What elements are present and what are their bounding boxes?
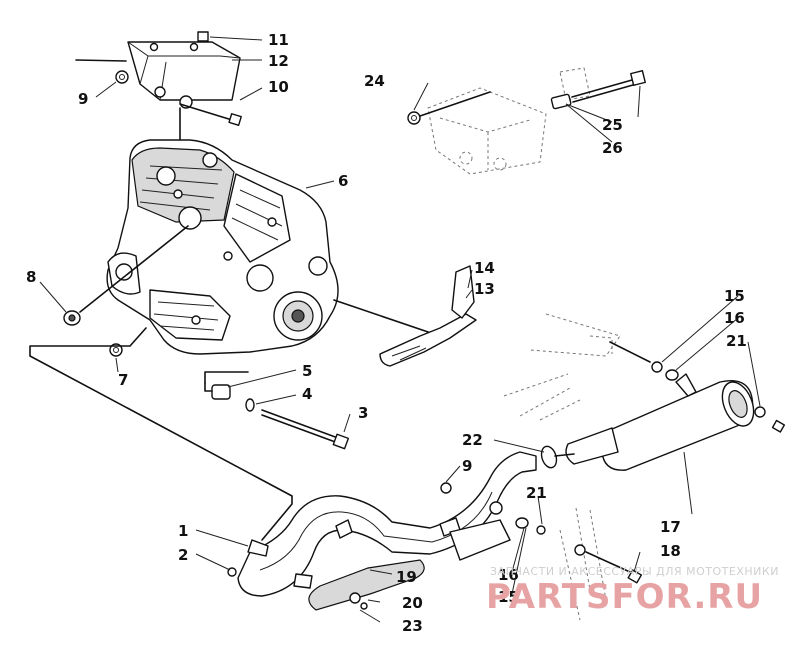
sleeve-26 [550,93,572,110]
watermark-tagline: ЗАПЧАСТИ И АКСЕССУАРЫ ДЛЯ МОТОТЕХНИКИ [490,565,779,578]
callout-15-top: 15 [724,287,745,305]
cushion-8 [63,225,189,326]
callout-14: 14 [474,259,495,277]
spacer-5 [211,384,231,400]
callout-6: 6 [338,172,348,190]
callout-10: 10 [268,78,289,96]
callout-13: 13 [474,280,495,298]
callout-16-top: 16 [724,309,745,327]
callout-25: 25 [602,116,623,134]
callout-15-bottom: 15 [498,588,519,606]
callout-1: 1 [178,522,188,540]
muffler [565,373,755,471]
watermark: ЗАПЧАСТИ И АКСЕССУАРЫ ДЛЯ МОТОТЕХНИКИ PA… [486,565,779,617]
callout-26: 26 [602,139,623,157]
callout-5: 5 [302,362,312,380]
watermark-logo-text: PARTSFOR.RU [486,577,763,617]
callout-2: 2 [178,546,188,564]
callout-16-bottom: 16 [498,566,519,584]
callout-8: 8 [26,268,36,286]
guide-line-engine-exhaust [29,327,293,541]
nut-24 [407,111,421,125]
engine [106,139,339,355]
leader-lines [39,36,761,623]
bolt-11 [197,31,209,42]
callout-17: 17 [660,518,681,536]
callout-3: 3 [358,404,368,422]
callout-21-top: 21 [726,332,747,350]
frame-ghost [503,313,621,621]
clamp-22 [540,445,575,469]
callout-20: 20 [402,594,423,612]
callout-12: 12 [268,52,289,70]
callout-22: 22 [462,431,483,449]
callout-9-mid: 9 [462,457,472,475]
nut-9-top [75,59,129,84]
callout-21-mid: 21 [526,484,547,502]
exhaust-hardware [227,482,643,610]
bolt-10 [179,103,242,126]
bolt-3 [261,409,350,450]
callout-7: 7 [118,371,128,389]
callout-23: 23 [402,617,423,635]
rear-mount-bracket [419,67,591,175]
callout-11: 11 [268,31,289,49]
callout-18: 18 [660,542,681,560]
callout-labels: 11 12 10 9 6 8 7 5 4 3 14 13 24 25 26 15… [26,31,747,635]
callout-4: 4 [302,385,312,403]
exhaust-pipe [237,451,537,611]
muffler-hardware [609,341,786,433]
engine-mount-bracket [127,41,241,109]
bolt-25 [571,70,646,103]
nut-7 [109,343,123,357]
shift-lever [333,265,477,367]
callout-19: 19 [396,568,417,586]
washer-4 [245,398,255,412]
callout-9-top: 9 [78,90,88,108]
callout-24: 24 [364,72,385,90]
